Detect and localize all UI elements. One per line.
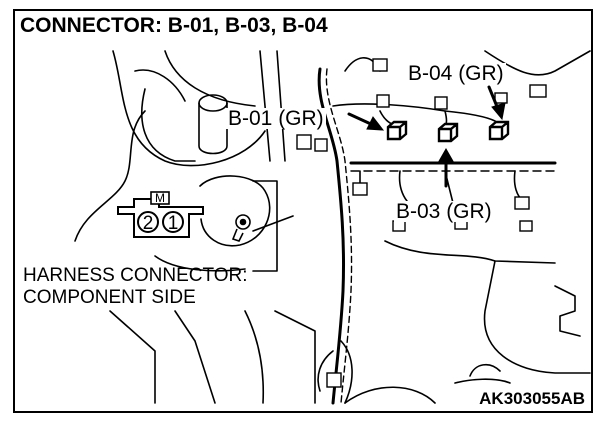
housing-outline	[154, 255, 246, 272]
label-b03: B-03 (GR)	[394, 200, 494, 223]
connector-block	[352, 182, 368, 196]
connector-block	[514, 196, 530, 210]
engine-outline	[74, 110, 146, 242]
connector-block	[494, 92, 508, 104]
connector-b03	[437, 122, 459, 143]
engine-outline	[164, 50, 256, 107]
hose-outline	[141, 88, 196, 162]
connector-block	[314, 138, 328, 152]
caption-line-2: COMPONENT SIDE	[23, 287, 196, 308]
gear-outline	[554, 285, 581, 337]
pin-2-label: 2	[143, 213, 154, 234]
housing-outline	[199, 175, 271, 247]
connector-block	[376, 94, 390, 108]
arrow-b04-head	[491, 102, 506, 121]
harness-connector-caption: HARNESS CONNECTOR: COMPONENT SIDE	[21, 265, 250, 309]
label-b04: B-04 (GR)	[406, 62, 506, 85]
frame-outline	[109, 310, 216, 404]
frame-outline	[244, 310, 265, 404]
wiring-harness	[325, 68, 353, 404]
harness-branch	[359, 170, 524, 212]
cap-component	[198, 102, 228, 155]
label-b01: B-01 (GR)	[226, 107, 326, 130]
connector-b01	[386, 120, 408, 141]
connector-block	[326, 372, 342, 388]
connector-block	[372, 58, 388, 72]
ground-wire	[252, 215, 294, 232]
engine-outline	[259, 50, 286, 162]
engine-bay-illustration: M 2 1	[74, 50, 591, 405]
diagram-frame: M 2 1 CONNECTOR: B-01, B-03, B-04 B-01 (…	[13, 9, 593, 413]
arrow-b01	[347, 112, 375, 127]
pin-1-label: 1	[168, 213, 179, 234]
lock-tab-label: M	[155, 191, 165, 205]
connector-block	[529, 84, 547, 98]
harness-connector-symbol: M 2 1	[117, 191, 204, 238]
clip-outline	[344, 386, 436, 404]
lock-tab	[150, 191, 170, 205]
engine-outline	[484, 50, 591, 76]
part-number: AK303055AB	[477, 389, 587, 408]
arrow-b03-head	[437, 147, 455, 164]
pin-1-outline	[162, 211, 184, 233]
engine-outline	[384, 240, 556, 264]
engine-outline	[483, 260, 591, 374]
connector-block	[434, 96, 448, 110]
caption-line-1: HARNESS CONNECTOR:	[23, 265, 248, 286]
arrow-b01-head	[366, 116, 385, 131]
diagram-title: CONNECTOR: B-01, B-03, B-04	[17, 15, 331, 37]
harness-branch	[332, 103, 496, 122]
engine-outline	[134, 69, 186, 102]
frame-outline	[274, 310, 316, 404]
connector-b04	[488, 120, 510, 141]
connector-block	[519, 220, 533, 232]
wiring-harness	[317, 67, 346, 405]
pin-2-outline	[137, 211, 159, 233]
harness-branch	[317, 340, 353, 404]
connector-block	[296, 134, 312, 150]
clip-outline	[454, 363, 511, 384]
ground-terminal	[231, 214, 251, 242]
engine-outline	[112, 50, 266, 167]
housing-outline	[252, 180, 278, 272]
